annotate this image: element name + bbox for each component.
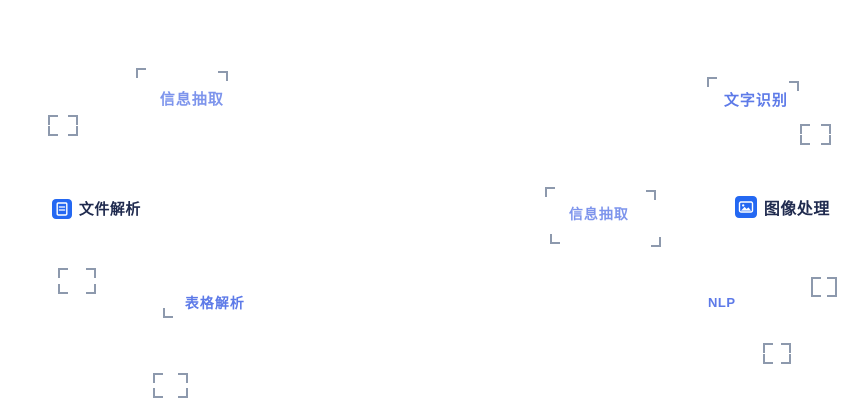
feature-image-process: 图像处理 <box>735 195 830 219</box>
document-parse-icon <box>52 198 72 219</box>
image-process-icon <box>735 196 757 218</box>
scan-corner-icon <box>163 308 173 318</box>
scan-corner-icon <box>178 373 188 383</box>
scan-corner-icon <box>58 284 68 294</box>
floating-tag-table-parse: 表格解析 <box>185 295 245 311</box>
scan-corner-icon <box>781 354 791 364</box>
floating-tag-info-extraction-center: 信息抽取 <box>569 206 629 222</box>
scan-corner-icon <box>763 354 773 364</box>
scan-corner-icon <box>86 268 96 278</box>
scan-corner-icon <box>781 343 791 353</box>
scan-corner-icon <box>800 124 810 134</box>
scan-corner-icon <box>651 237 661 247</box>
scan-corner-icon <box>178 388 188 398</box>
scan-corner-icon <box>550 234 560 244</box>
scan-corner-icon <box>789 81 799 91</box>
scan-corner-icon <box>68 115 78 125</box>
scan-corner-icon <box>48 115 58 125</box>
scan-corner-icon <box>646 190 656 200</box>
scan-corner-icon <box>811 287 821 297</box>
floating-tag-nlp: NLP <box>708 295 736 310</box>
scan-corner-icon <box>58 268 68 278</box>
scan-corner-icon <box>153 388 163 398</box>
scan-corner-icon <box>545 187 555 197</box>
scan-corner-icon <box>821 135 831 145</box>
floating-tag-info-extraction-top: 信息抽取 <box>160 91 225 108</box>
scan-corner-icon <box>827 287 837 297</box>
scan-corner-icon <box>153 373 163 383</box>
scan-corner-icon <box>821 124 831 134</box>
floating-tag-text-recognition: 文字识别 <box>724 92 789 109</box>
scan-corner-icon <box>811 277 821 287</box>
scan-corner-icon <box>68 126 78 136</box>
scan-corner-icon <box>827 277 837 287</box>
scan-corner-icon <box>218 71 228 81</box>
scan-corner-icon <box>763 343 773 353</box>
scan-corner-icon <box>800 135 810 145</box>
feature-doc-parse: 文件解析 <box>52 198 141 219</box>
scan-corner-icon <box>86 284 96 294</box>
scan-corner-icon <box>707 77 717 87</box>
scan-corner-icon <box>136 68 146 78</box>
feature-image-process-label: 图像处理 <box>764 201 831 218</box>
feature-doc-parse-label: 文件解析 <box>79 201 142 218</box>
scan-corner-icon <box>48 126 58 136</box>
